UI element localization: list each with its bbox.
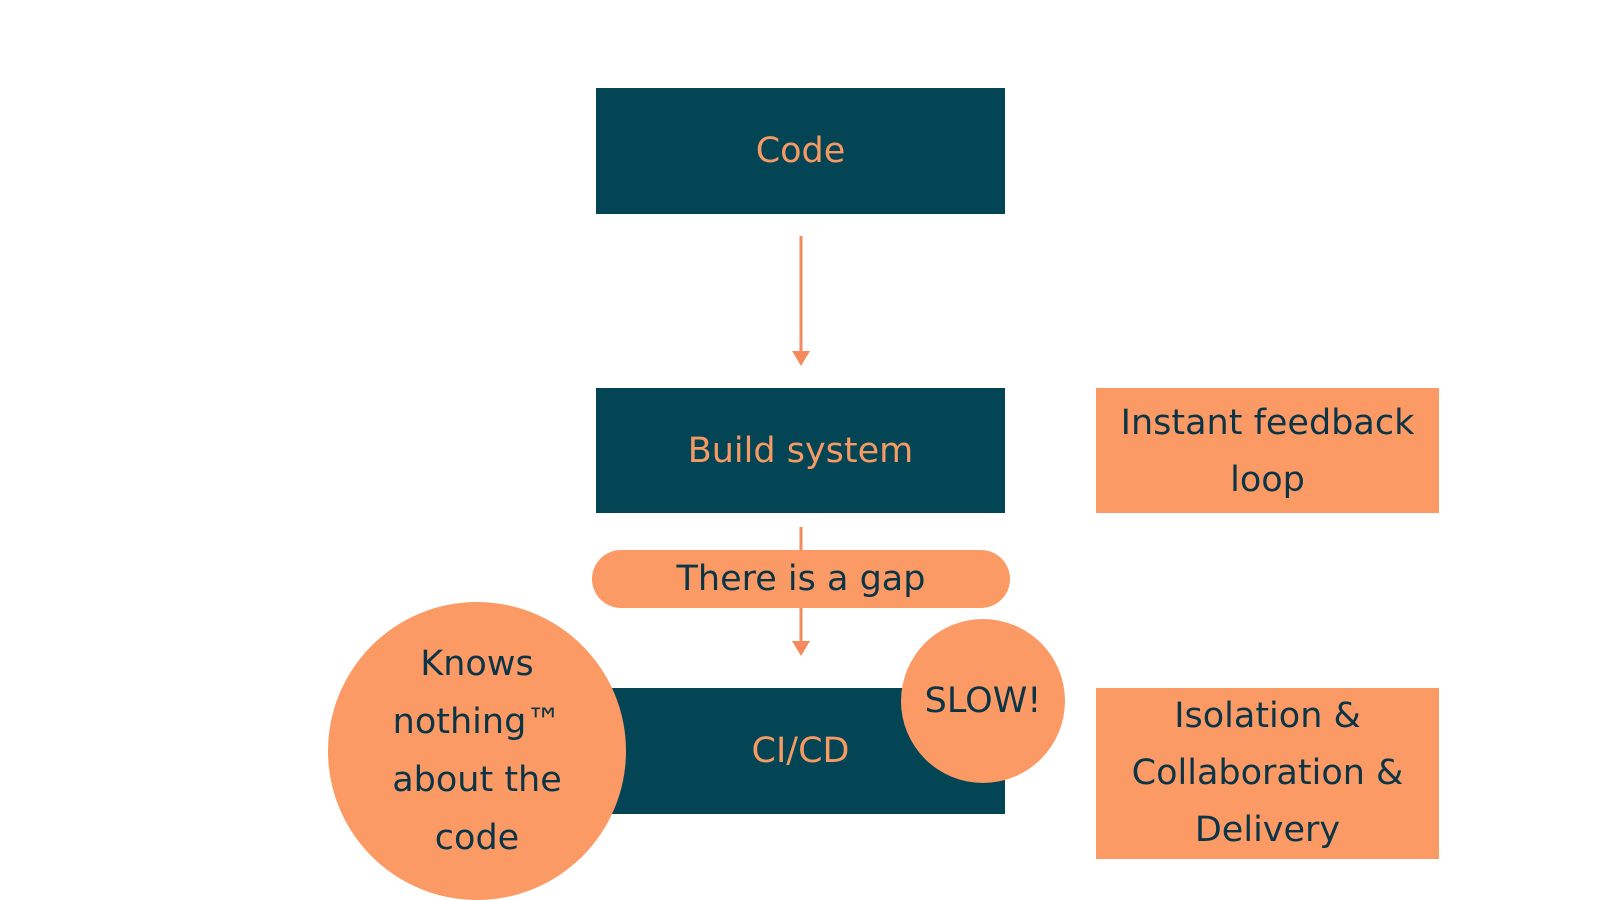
knows-nothing-line-3: about the (392, 760, 562, 800)
knows-nothing-line-2: nothing™ (392, 702, 562, 742)
isolation-line-3: Delivery (1194, 810, 1341, 850)
cicd-node-label: CI/CD (751, 731, 850, 771)
instant-feedback-line-2: loop (1230, 459, 1305, 500)
slow-callout: SLOW! (901, 619, 1065, 783)
arrow-code-to-build (792, 236, 810, 366)
build-system-node-label: Build system (687, 430, 914, 471)
code-node: Code (596, 88, 1005, 214)
gap-callout: There is a gap (592, 550, 1010, 608)
code-node-label: Code (755, 131, 846, 171)
instant-feedback-line-1: Instant feedback (1120, 402, 1415, 443)
slow-callout-label: SLOW! (924, 680, 1042, 721)
isolation-line-2: Collaboration & (1131, 753, 1404, 793)
build-system-node: Build system (596, 388, 1005, 513)
knows-nothing-line-1: Knows (420, 644, 534, 684)
instant-feedback-note: Instant feedback loop (1096, 388, 1439, 513)
knows-nothing-line-4: code (434, 818, 520, 858)
knows-nothing-callout: Knows nothing™ about the code (328, 602, 626, 900)
isolation-line-1: Isolation & (1174, 696, 1361, 736)
isolation-note: Isolation & Collaboration & Delivery (1096, 688, 1439, 859)
gap-callout-label: There is a gap (676, 558, 926, 599)
